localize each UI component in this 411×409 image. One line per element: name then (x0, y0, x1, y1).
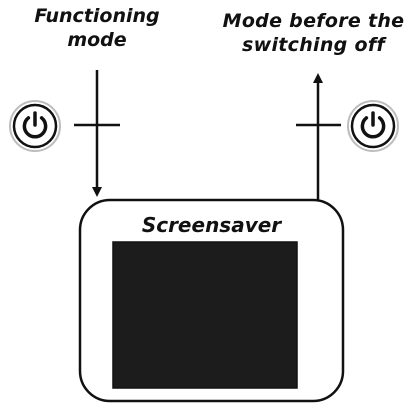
functioning-mode-label-line-1: Functioning (34, 5, 160, 27)
functioning-mode-label: Functioning mode (12, 4, 182, 52)
device-screen (112, 241, 298, 389)
functioning-mode-label-line-2: mode (67, 29, 127, 51)
screensaver-title: Screensaver (141, 213, 282, 237)
mode-before-switching-off-label-line-1: Mode before the (222, 10, 405, 32)
power-icon[interactable] (9, 100, 61, 152)
mode-before-switching-off-label-line-2: switching off (242, 34, 385, 56)
power-icon[interactable] (347, 100, 399, 152)
mode-before-switching-off-label: Mode before the switching off (216, 9, 411, 57)
